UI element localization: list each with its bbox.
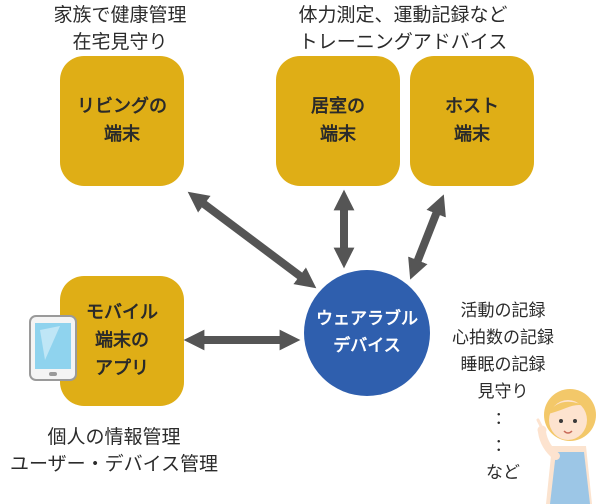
caption-family-health: 家族で健康管理 在宅見守り [53, 4, 187, 53]
arrow-host-to-wearable [408, 194, 446, 280]
host-terminal: ホスト 端末 [410, 56, 534, 186]
room-terminal: 居室の 端末 [276, 56, 400, 186]
list-item: ： [494, 436, 512, 456]
wearable-records-list: 活動の記録 心拍数の記録 睡眠の記録 見守り ： ： など [438, 298, 568, 487]
list-item: 見守り [477, 382, 529, 402]
caption-fitness: 体力測定、運動記録など トレーニングアドバイス [298, 4, 508, 53]
arrow-living-to-wearable [187, 191, 317, 289]
woman-pointing-illustration [536, 389, 596, 504]
tablet-icon [29, 315, 77, 381]
list-item: 睡眠の記録 [460, 355, 546, 375]
list-item: など [486, 463, 520, 483]
living-room-terminal: リビングの 端末 [60, 56, 184, 186]
mobile-terminal-app: モバイル 端末の アプリ [60, 276, 184, 406]
list-item: 心拍数の記録 [452, 328, 554, 348]
wearable-device: ウェアラブル デバイス [304, 270, 430, 396]
caption-personal-info: 個人の情報管理 ユーザー・デバイス管理 [9, 426, 219, 475]
list-item: ： [494, 409, 512, 429]
list-item: 活動の記録 [460, 301, 546, 321]
